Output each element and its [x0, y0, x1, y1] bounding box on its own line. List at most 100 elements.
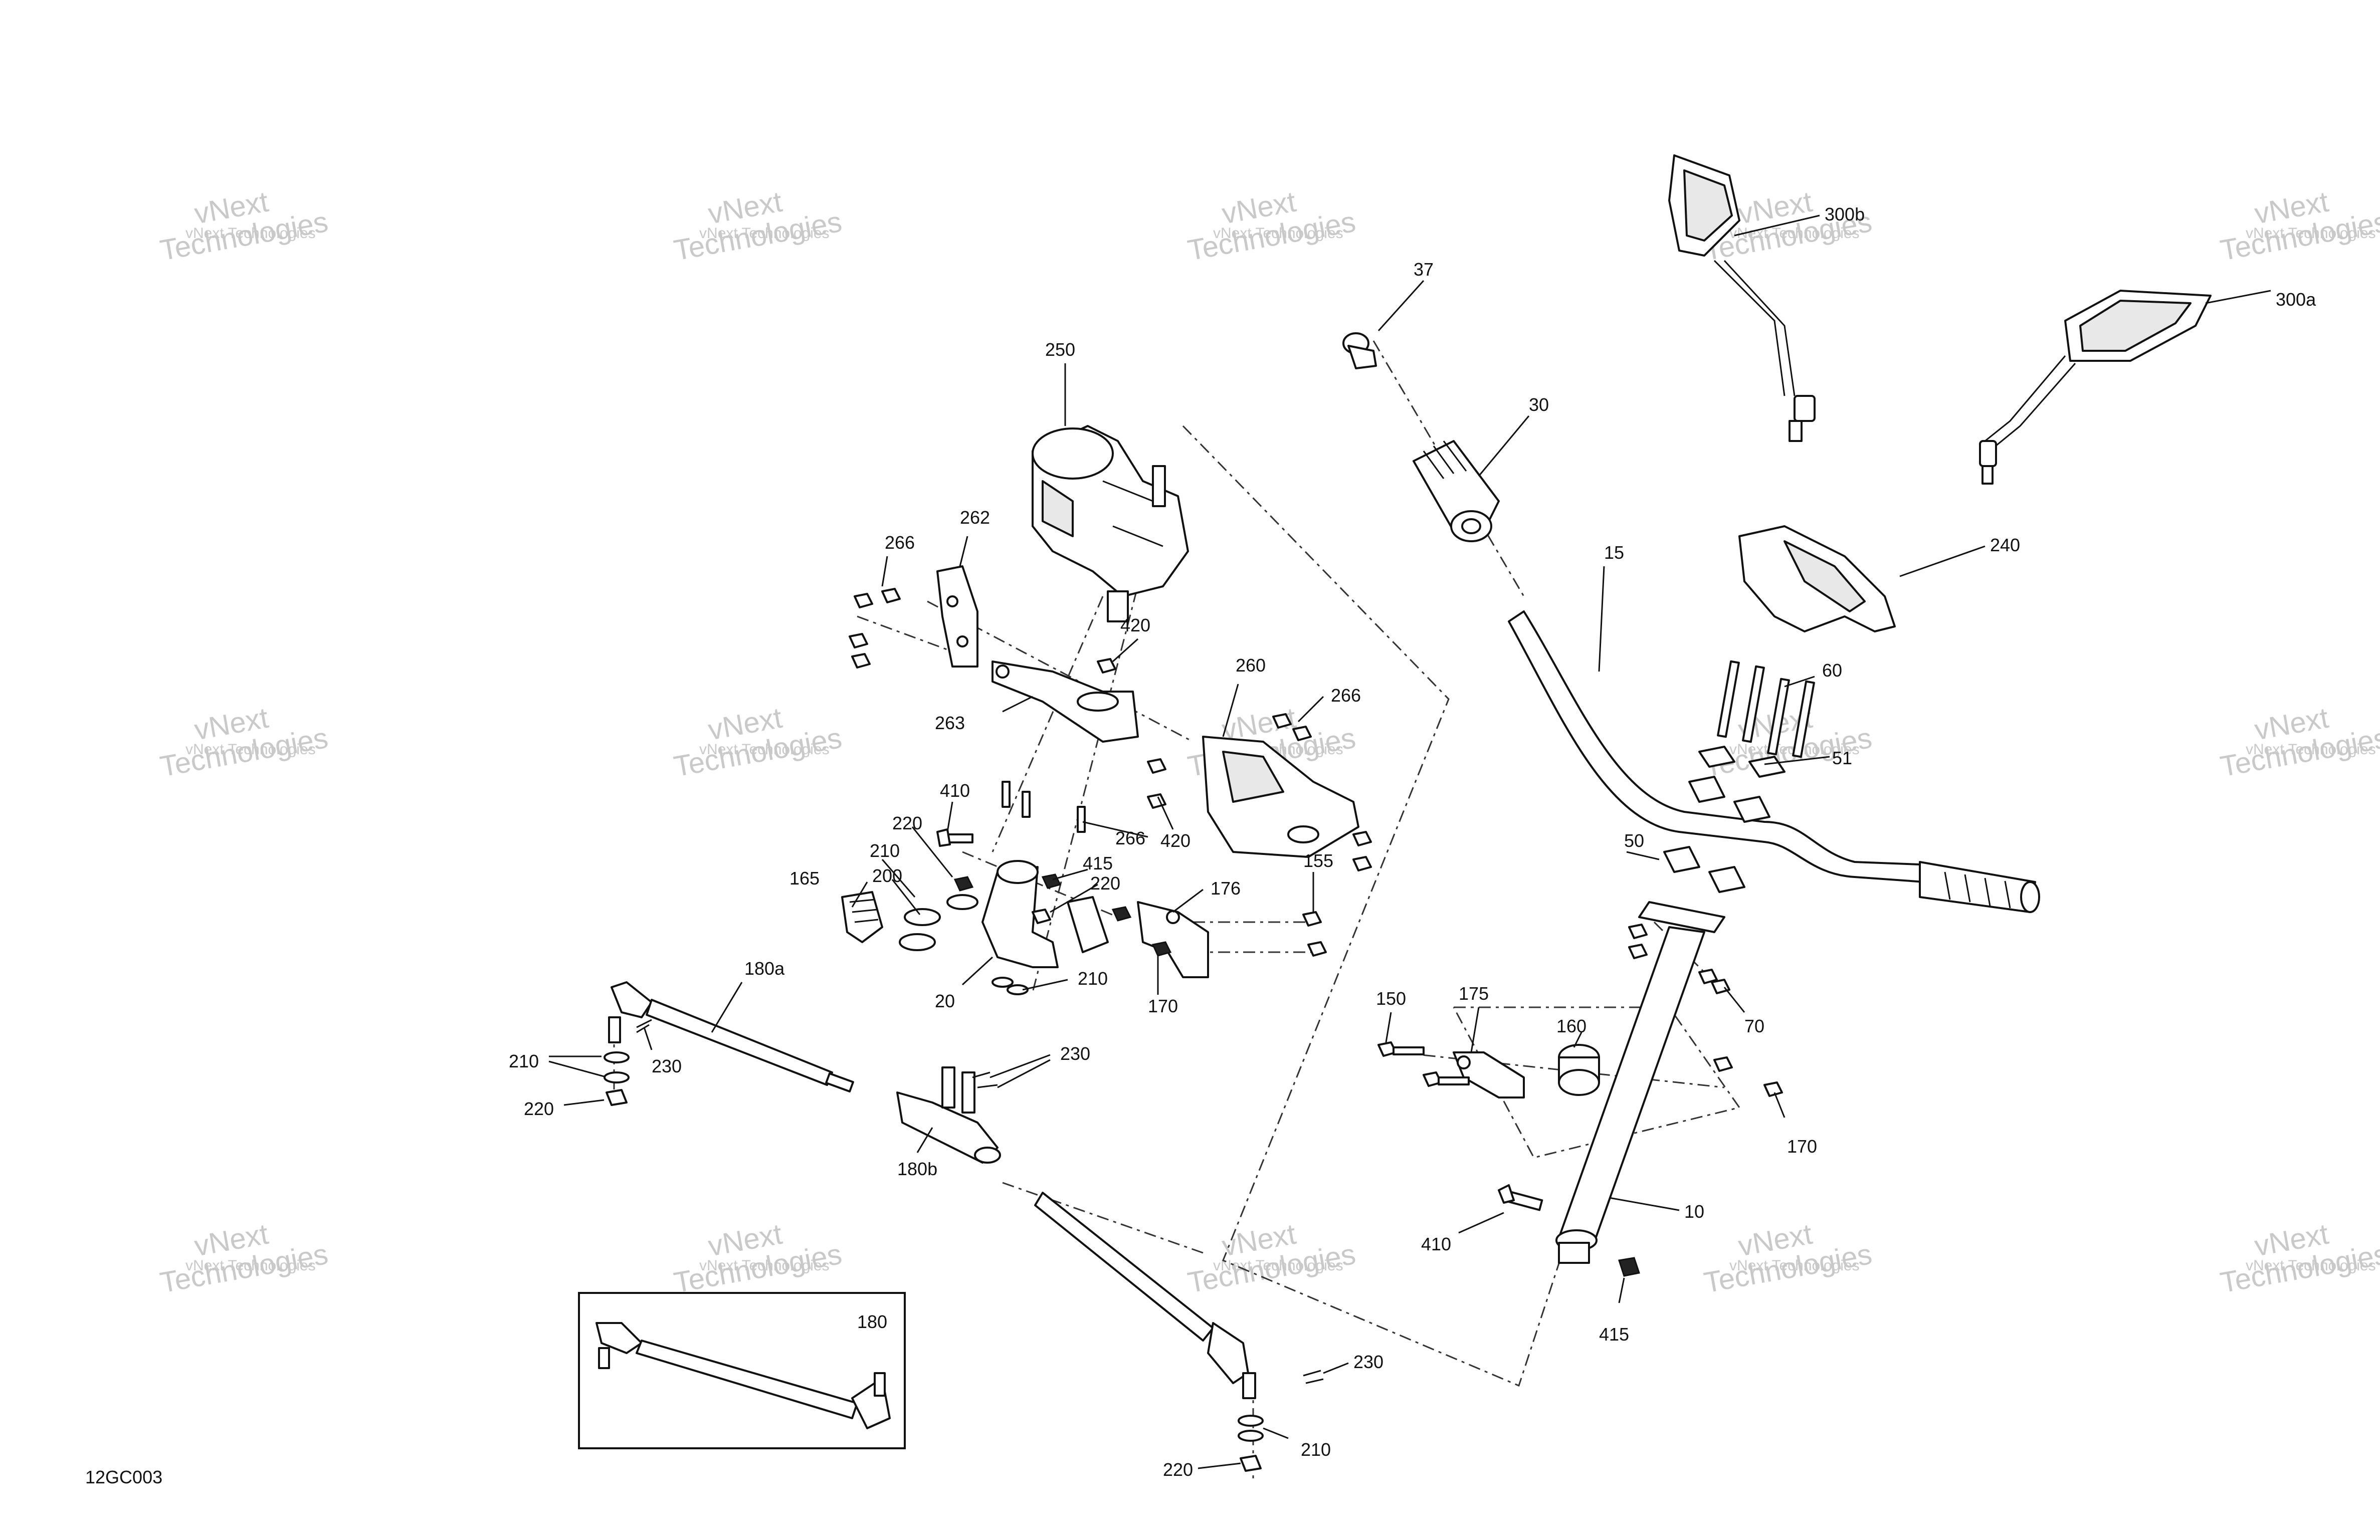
callout-70: 70 [1744, 1016, 1764, 1036]
bushing-165 [841, 891, 883, 943]
assembly-axis-line [991, 596, 1104, 852]
callout-155: 155 [1303, 850, 1333, 871]
callout-415: 415 [1599, 1324, 1629, 1345]
watermark: vNext Technologies [2218, 702, 2380, 783]
bolts-150 [1377, 1041, 1470, 1087]
callout-220: 220 [1090, 873, 1120, 894]
callout-170: 170 [1787, 1136, 1817, 1157]
callout-300b: 300b [1825, 204, 1865, 225]
callout-200: 200 [872, 865, 902, 886]
callout-260: 260 [1236, 655, 1266, 676]
callout-410: 410 [1421, 1234, 1451, 1254]
handlebar-grip [1413, 440, 1500, 542]
callout-230: 230 [1353, 1352, 1383, 1372]
watermark: vNext Technologies [157, 702, 330, 783]
callout-180a: 180a [744, 958, 785, 979]
power-steering-unit [1032, 425, 1189, 622]
tie-rod-180a [604, 981, 854, 1106]
watermark: vNext Technologies [1185, 1218, 1358, 1299]
drawing-code: 12GC003 [85, 1467, 162, 1487]
nuts-70 [1628, 924, 1730, 994]
callout-262: 262 [960, 507, 990, 528]
callout-37: 37 [1414, 259, 1434, 280]
watermark: vNext Technologies [2218, 185, 2380, 267]
watermark-small: vNext Technologies [699, 1257, 830, 1274]
watermark: vNext Technologies [2218, 1218, 2380, 1299]
bolts-266-right [1002, 713, 1372, 871]
column-hardware [1498, 1184, 1640, 1277]
watermark-small: vNext Technologies [2246, 1257, 2376, 1274]
column-bracket [1453, 1051, 1525, 1098]
nuts-170-right [1713, 1056, 1783, 1097]
watermark-small: vNext Technologies [2246, 225, 2376, 242]
watermark: vNext Technologies [157, 185, 330, 267]
callout-30: 30 [1529, 394, 1549, 415]
callout-150: 150 [1376, 988, 1406, 1009]
callout-220: 220 [524, 1098, 554, 1119]
bolts-155 [1302, 911, 1327, 957]
bar-end-plug [1342, 332, 1377, 369]
callout-266: 266 [885, 532, 915, 553]
callout-300a: 300a [2276, 289, 2316, 310]
watermark: vNext Technologies [157, 1218, 330, 1299]
mount-bracket-262 [936, 565, 978, 668]
callout-266: 266 [1331, 685, 1361, 706]
bolt-axis-line [857, 615, 953, 652]
steering-column [1555, 901, 1725, 1264]
center-joint-180b [896, 1066, 1001, 1164]
callout-20: 20 [935, 991, 955, 1011]
watermark-small: vNext Technologies [699, 741, 830, 758]
tie-rod-lower [1034, 1192, 1264, 1472]
bracket-assembly-outline [1453, 1006, 1741, 1159]
tie-rod-180-inset [596, 1322, 891, 1429]
bolts-266-left [849, 588, 901, 669]
callout-220: 220 [1163, 1459, 1193, 1480]
watermark-layer: vNext Technologies vNext Technologies vN… [157, 185, 2380, 1299]
bracket-176 [1137, 901, 1209, 978]
callout-420: 420 [1120, 615, 1150, 635]
watermark: vNext Technologies [1185, 185, 1358, 267]
callout-420: 420 [1160, 830, 1191, 851]
callout-415: 415 [1083, 853, 1113, 873]
watermark-small: vNext Technologies [1729, 225, 1860, 242]
callout-210: 210 [509, 1051, 539, 1071]
bolt-axis-line [962, 851, 1118, 918]
watermark-small: vNext Technologies [2246, 741, 2376, 758]
mount-bracket-260 [1202, 736, 1359, 858]
bushing-220 [1067, 896, 1132, 953]
watermark-small: vNext Technologies [1213, 225, 1343, 242]
callout-220: 220 [892, 813, 922, 833]
callout-410: 410 [940, 780, 970, 801]
callout-263: 263 [935, 713, 965, 733]
callout-180b: 180b [897, 1159, 937, 1179]
callout-210: 210 [870, 840, 900, 861]
steering-arm [981, 860, 1059, 968]
callout-labels: 250 262 266 420 263 260 266 266 420 410 … [509, 204, 2316, 1480]
callout-165: 165 [789, 868, 820, 889]
bracket-axis-line [1398, 1051, 1725, 1088]
inset-box-180 [578, 1292, 906, 1449]
handlebar-cover [1738, 525, 1896, 632]
callout-160: 160 [1556, 1016, 1586, 1036]
callout-230: 230 [652, 1056, 682, 1076]
nuts-420 [1097, 658, 1166, 809]
handlebar-clamps [1663, 746, 1786, 893]
tierod-axis-line [1002, 1182, 1204, 1254]
callout-180: 180 [857, 1311, 887, 1332]
bolt-set-60 [1717, 660, 1815, 758]
callout-170: 170 [1148, 996, 1178, 1016]
watermark-small: vNext Technologies [1213, 1257, 1343, 1274]
callout-60: 60 [1822, 660, 1842, 681]
handlebar [1508, 610, 2040, 913]
leader-lines [548, 214, 2271, 1469]
callout-230: 230 [1060, 1043, 1090, 1064]
watermark: vNext Technologies [1701, 1218, 1874, 1299]
column-bushing [1558, 1044, 1600, 1096]
watermark-small: vNext Technologies [185, 741, 316, 758]
watermark-small: vNext Technologies [699, 225, 830, 242]
callout-176: 176 [1211, 878, 1241, 899]
assembly-axis-line [1032, 566, 1144, 993]
callout-266: 266 [1115, 828, 1145, 848]
watermark: vNext Technologies [671, 702, 844, 783]
